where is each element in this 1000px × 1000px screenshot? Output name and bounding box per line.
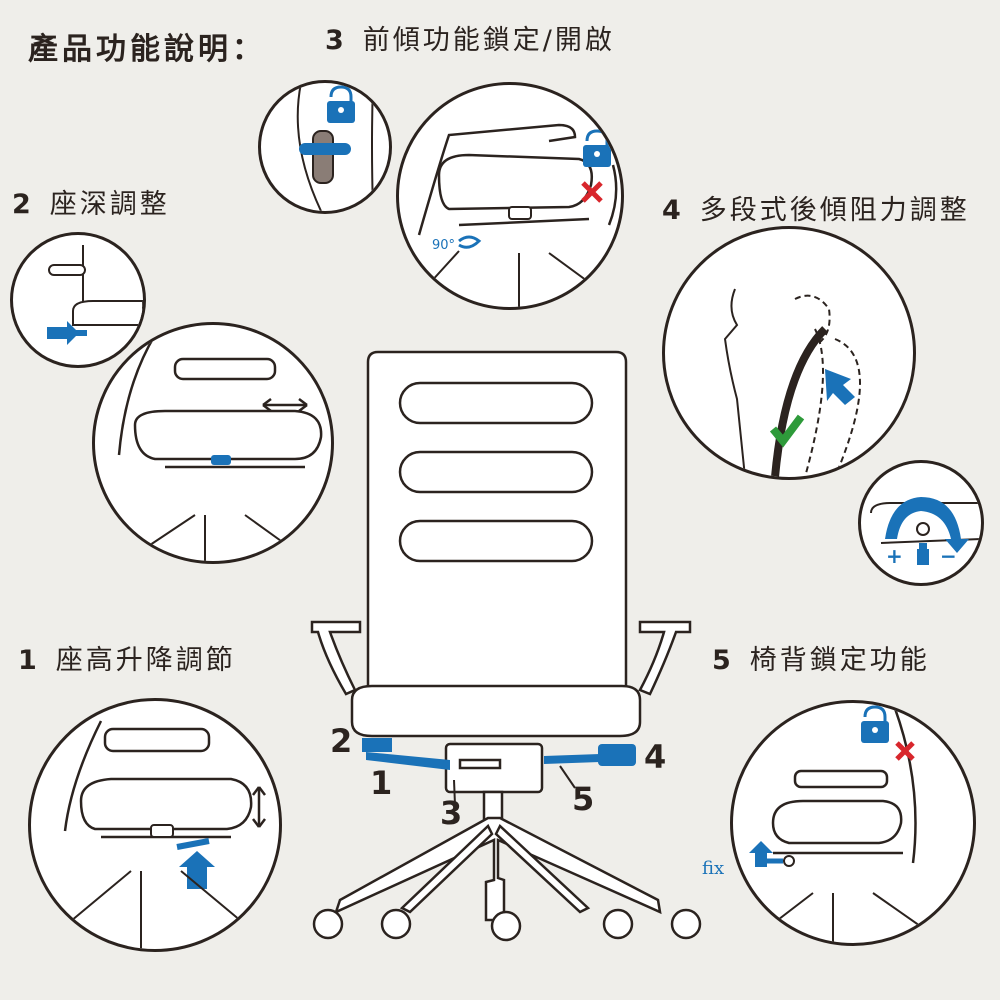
right-arrow-icon	[47, 321, 79, 345]
feature-3-number: 3	[325, 25, 347, 56]
caster-5	[670, 908, 702, 940]
caster-1	[312, 908, 344, 940]
forward-tilt-detail-circle	[396, 82, 624, 310]
chair-backrest	[366, 350, 628, 692]
callout-5: 5	[572, 780, 595, 818]
lever-2-seat-depth	[362, 738, 392, 752]
up-arrow-icon	[749, 841, 773, 867]
feature-1-text: 座高升降調節	[55, 645, 236, 676]
right-armrest	[638, 620, 692, 696]
caster-2	[380, 908, 412, 940]
page-title: 產品功能說明：	[28, 32, 266, 67]
chair-seat	[350, 684, 642, 738]
feature-1-label: 1 座高升降調節	[18, 638, 236, 677]
caster-4	[602, 908, 634, 940]
seat-depth-overview-circle	[10, 232, 146, 368]
padlock-icon	[583, 129, 611, 167]
padlock-icon	[861, 705, 889, 743]
backrest-slot-3	[398, 519, 594, 563]
back-lock-detail-circle	[730, 700, 976, 946]
feature-3-label: 3 前傾功能鎖定/開啟	[325, 18, 615, 57]
caster-3	[490, 910, 522, 942]
tension-knob-detail-circle	[858, 460, 984, 586]
feature-2-text: 座深調整	[49, 189, 170, 220]
feature-5-text: 椅背鎖定功能	[749, 645, 930, 676]
push-arrow-icon	[825, 369, 855, 405]
feature-2-number: 2	[12, 189, 34, 220]
feature-5-label: 5 椅背鎖定功能	[712, 638, 930, 677]
lever-5-back-lock	[544, 754, 600, 764]
callout-2: 2	[330, 722, 353, 760]
backrest-profile	[771, 326, 828, 477]
seat-mechanism	[444, 742, 544, 794]
feature-4-label: 4 多段式後傾阻力調整	[662, 188, 970, 227]
feature-4-text: 多段式後傾阻力調整	[699, 195, 970, 226]
chair-base	[333, 816, 662, 922]
feature-2-label: 2 座深調整	[12, 182, 170, 221]
feature-5-number: 5	[712, 645, 734, 676]
feature-1-number: 1	[18, 645, 40, 676]
vertical-double-arrow-icon	[607, 164, 618, 226]
left-armrest	[310, 620, 362, 696]
gas-lift	[482, 790, 504, 822]
x-mark-icon	[581, 181, 603, 203]
x-mark-icon	[895, 741, 915, 761]
backrest-slot-1	[398, 381, 594, 425]
feature-3-text: 前傾功能鎖定/開啟	[362, 25, 615, 56]
recline-detail-circle	[662, 226, 916, 480]
padlock-icon	[327, 85, 355, 123]
rotation-angle-label: 90°	[432, 238, 456, 253]
seat-depth-detail-circle	[92, 322, 334, 564]
lever-4-tension-knob	[598, 744, 636, 766]
fix-label: fix	[702, 858, 725, 879]
callout-1: 1	[370, 764, 393, 802]
vertical-double-arrow-icon	[252, 786, 266, 828]
lock-knob-detail-circle	[258, 80, 392, 214]
feature-4-number: 4	[662, 195, 684, 226]
horizontal-double-arrow-icon	[262, 398, 308, 412]
rotate-arrow-icon	[885, 497, 969, 553]
backrest-slot-2	[398, 450, 594, 494]
callout-3: 3	[440, 794, 463, 832]
tension-plus-sign: +	[886, 544, 903, 568]
tension-minus-sign: −	[940, 544, 957, 568]
seat-height-detail-circle	[28, 698, 282, 952]
callout-4: 4	[644, 738, 667, 776]
up-arrow-icon	[179, 851, 215, 889]
checkmark-icon	[769, 414, 805, 448]
